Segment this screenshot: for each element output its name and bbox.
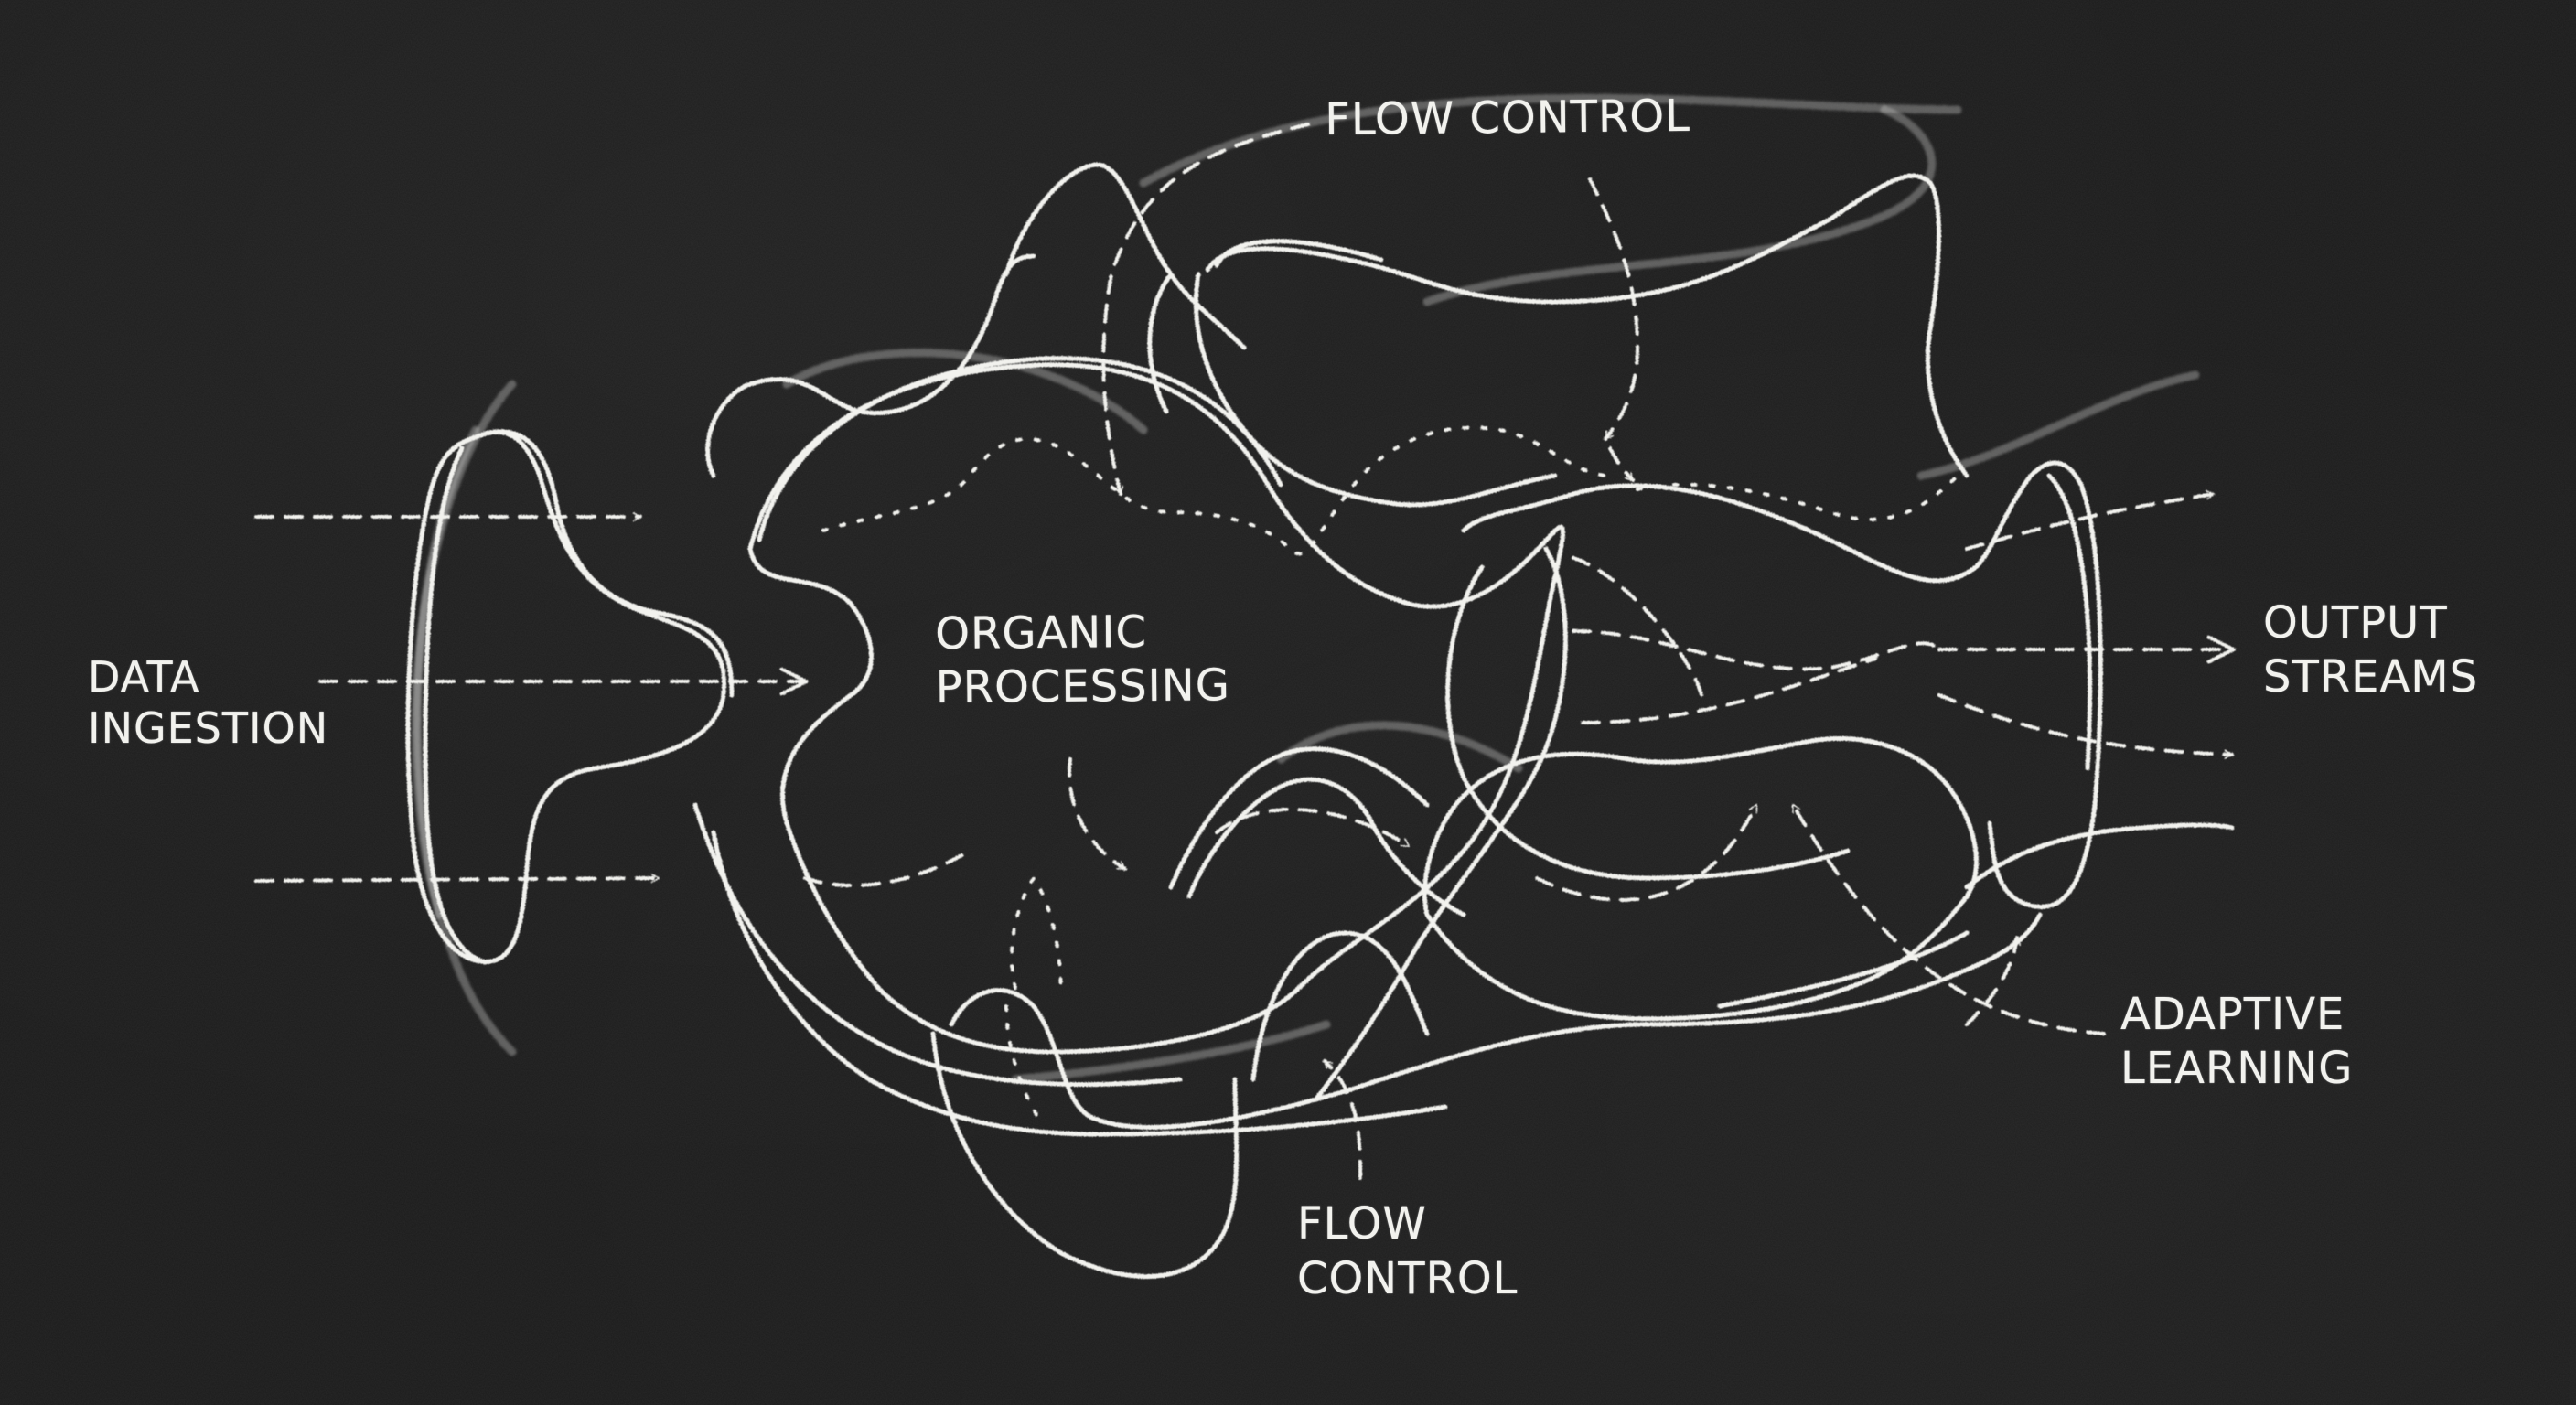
label-output-streams-line2: STREAMS (2263, 650, 2479, 702)
label-organic-processing-line2: PROCESSING (935, 659, 1231, 713)
processing-body (747, 362, 1566, 1055)
dotted-flows (821, 425, 1959, 1127)
adaptive-learning-arrow-up (1791, 803, 2106, 1035)
output-arrow-top (1965, 490, 2216, 551)
adaptive-learning-arrow-side (1965, 936, 2021, 1026)
flow-arrows (254, 123, 2236, 1180)
flow-control-top-arrow-right (1588, 177, 1640, 441)
label-output-streams: OUTPUT STREAMS (2263, 596, 2478, 703)
label-data-ingestion: DATA INGESTION (88, 651, 328, 754)
output-arrow-bottom (1937, 693, 2234, 759)
input-arrow-bottom (254, 873, 660, 884)
label-flow-control-bottom: FLOW CONTROL (1297, 1196, 1518, 1306)
label-adaptive-learning-line1: ADAPTIVE (2120, 989, 2345, 1040)
bottom-sweep (949, 912, 2043, 1130)
flow-control-top-arrow-left (1101, 123, 1310, 496)
label-adaptive-learning-line2: LEARNING (2120, 1042, 2354, 1094)
label-flow-control-top: FLOW CONTROL (1325, 90, 1690, 147)
label-output-streams-line1: OUTPUT (2263, 597, 2448, 649)
label-flow-control-bottom-line1: FLOW (1297, 1198, 1427, 1249)
label-flow-control-bottom-line2: CONTROL (1297, 1253, 1519, 1304)
flow-control-bottom-arrow (1323, 1059, 1363, 1180)
label-organic-processing: ORGANIC PROCESSING (935, 605, 1230, 714)
label-data-ingestion-line2: INGESTION (88, 703, 329, 754)
top-lobe (1205, 173, 1970, 478)
label-flow-control-top-text: FLOW CONTROL (1325, 90, 1691, 145)
lower-right-loop (1422, 736, 1979, 1022)
right-ring (1461, 460, 2103, 909)
ghost-strokes (412, 93, 2200, 1084)
label-data-ingestion-line1: DATA (88, 652, 200, 702)
label-adaptive-learning: ADAPTIVE LEARNING (2120, 988, 2353, 1095)
label-organic-processing-line1: ORGANIC (935, 606, 1148, 660)
